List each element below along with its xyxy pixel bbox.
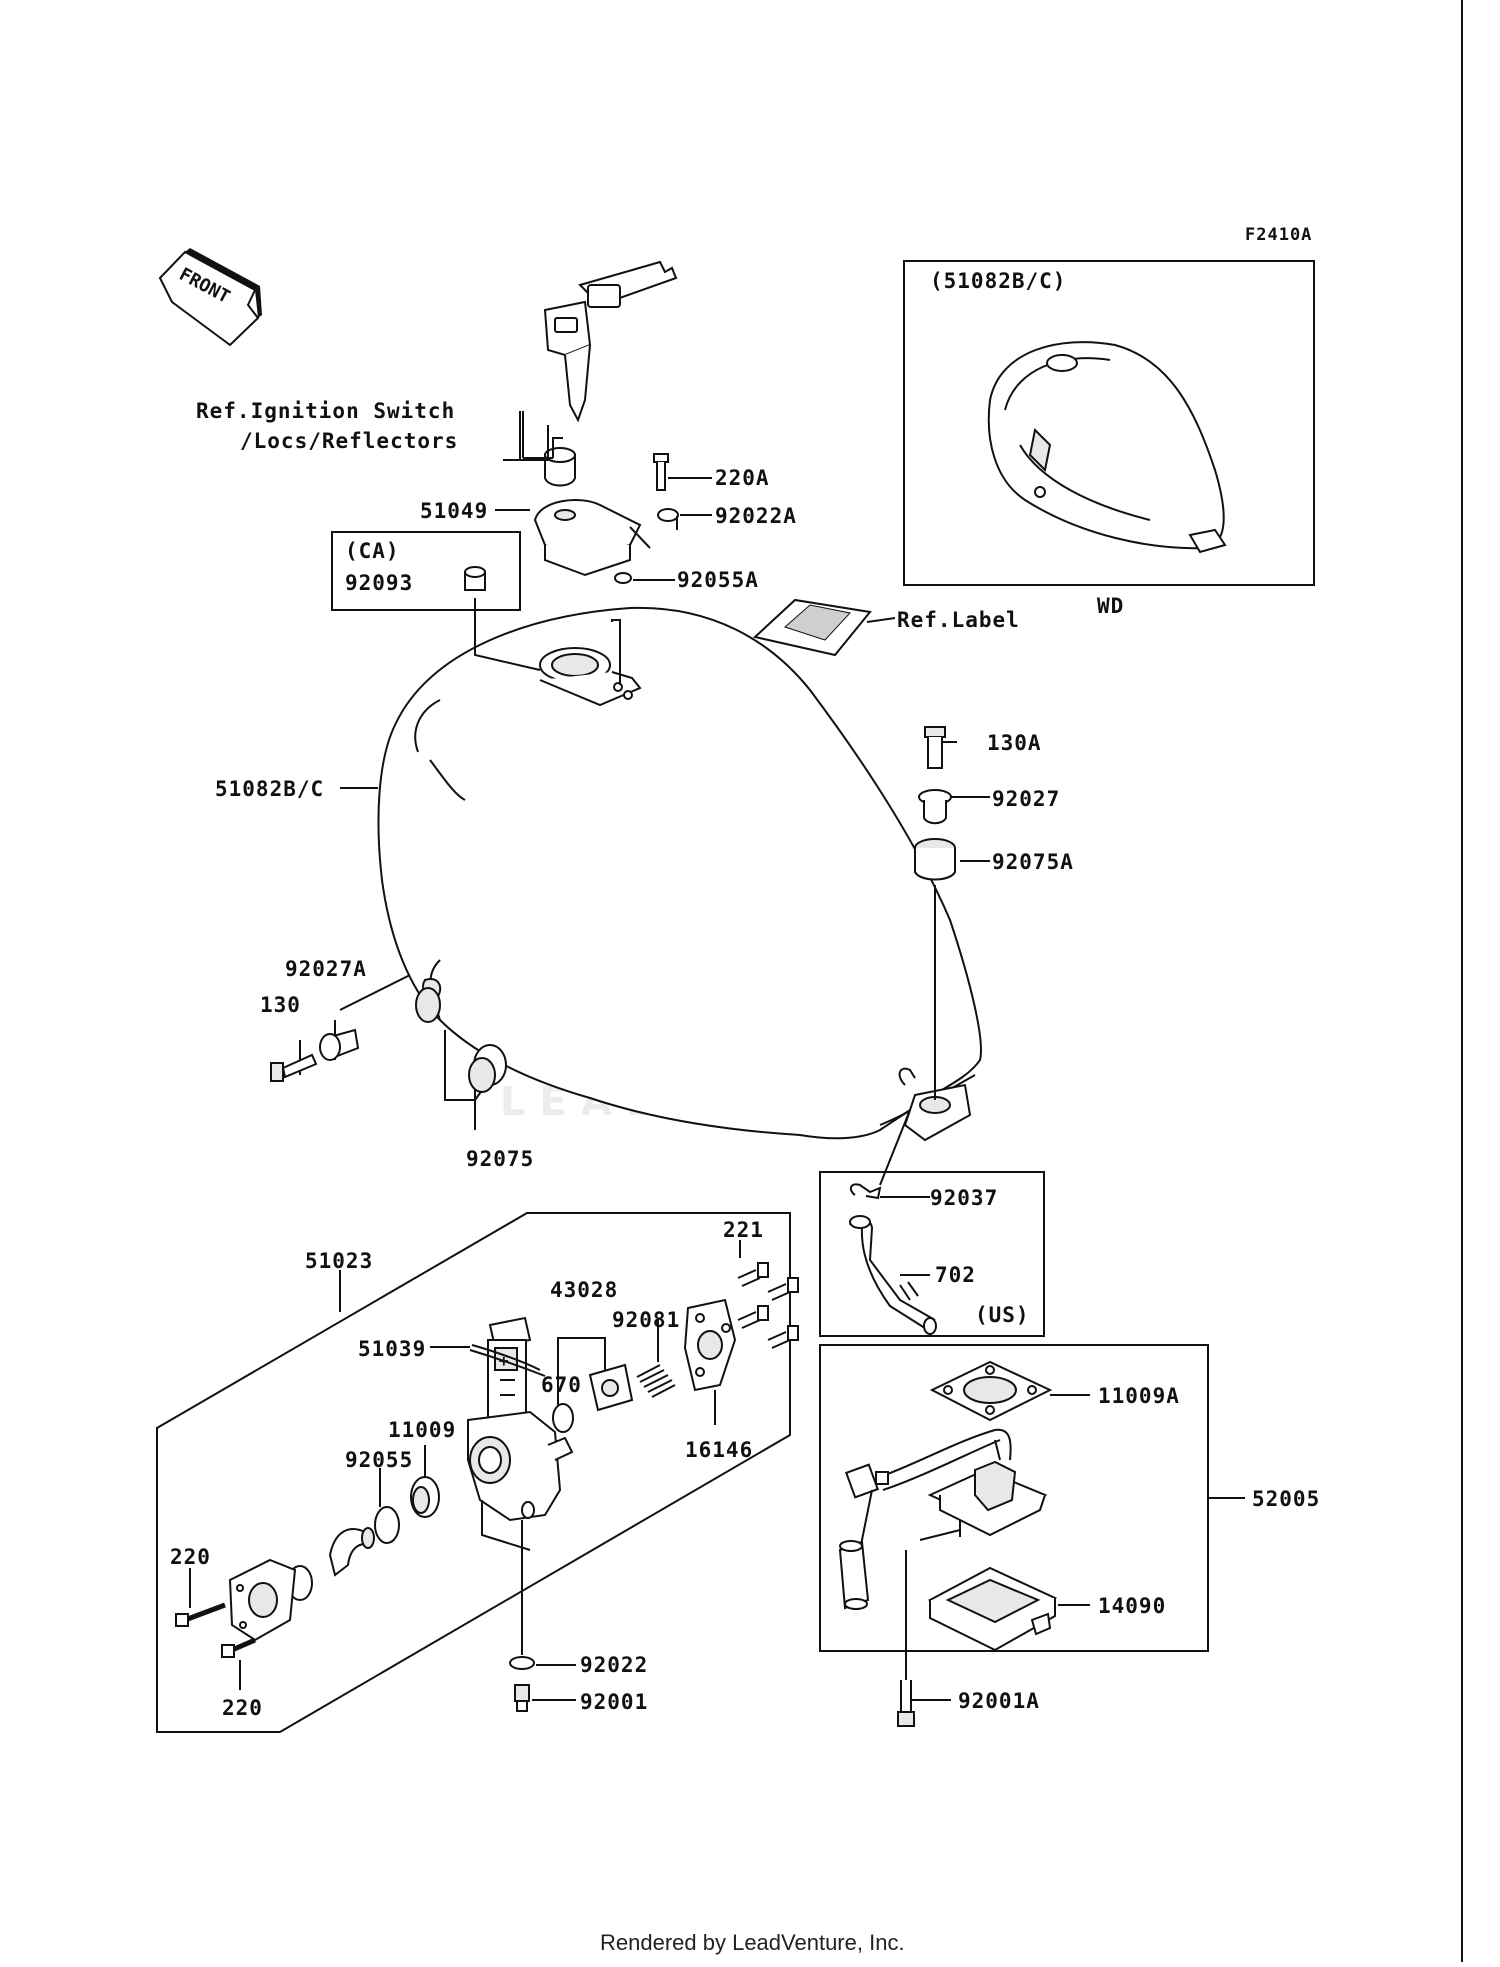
tank-wd-illustration xyxy=(987,341,1227,554)
label-14090: 14090 xyxy=(1098,1594,1166,1618)
label-51023: 51023 xyxy=(305,1249,373,1273)
bolt-92001A-icon xyxy=(897,1550,951,1727)
damper-upper-icon xyxy=(415,987,441,1023)
label-43028: 43028 xyxy=(550,1278,618,1302)
box-us xyxy=(819,1171,1045,1337)
label-11009: 11009 xyxy=(388,1418,456,1442)
label-92027A: 92027A xyxy=(285,957,367,981)
spring-92081-icon xyxy=(636,1318,676,1398)
bracket-43028-illustration xyxy=(557,1337,634,1412)
part-labels: Ref.Ignition Switch /Locs/Reflectors 220… xyxy=(170,399,1320,1720)
box-51023 xyxy=(156,1212,791,1733)
label-51049: 51049 xyxy=(420,499,488,523)
label-92081: 92081 xyxy=(612,1308,680,1332)
flange-plate-illustration xyxy=(228,1558,297,1642)
sender-unit-illustration xyxy=(838,1428,1048,1610)
label-220-upper: 220 xyxy=(170,1545,211,1569)
bolt-130A-icon xyxy=(924,726,946,769)
screws-221-icon xyxy=(737,1240,799,1349)
clip-92037-icon xyxy=(849,1183,882,1200)
label-51039: 51039 xyxy=(358,1337,426,1361)
figure-code: F2410A xyxy=(1245,225,1312,245)
cap-92093-icon xyxy=(464,566,486,591)
box-us-label: (US) xyxy=(975,1303,1030,1327)
label-130A: 130A xyxy=(987,731,1042,755)
gasket-11009A-illustration xyxy=(929,1360,1090,1422)
front-arrow-icon: FRONT xyxy=(158,248,262,347)
label-92001: 92001 xyxy=(580,1690,648,1714)
label-702: 702 xyxy=(935,1263,976,1287)
plate-16146-illustration xyxy=(683,1298,737,1425)
label-221: 221 xyxy=(723,1218,764,1242)
label-16146: 16146 xyxy=(685,1438,753,1462)
label-130: 130 xyxy=(260,993,301,1017)
screw-220-lower-icon xyxy=(221,1637,256,1690)
damper-92075A-icon xyxy=(914,838,956,881)
label-92055A: 92055A xyxy=(677,568,759,592)
hose-702-illustration xyxy=(849,1215,937,1335)
label-ref-label: Ref.Label xyxy=(897,608,1020,632)
box-ca xyxy=(331,531,521,611)
label-92093: 92093 xyxy=(345,571,413,595)
oring-670-icon xyxy=(552,1403,574,1433)
label-92022A: 92022A xyxy=(715,504,797,528)
bolt-92001-icon xyxy=(514,1684,530,1712)
cover-51049-illustration xyxy=(533,499,642,577)
collar-92027-icon xyxy=(918,789,952,825)
label-51082BC: 51082B/C xyxy=(215,777,324,801)
bolt-130-icon xyxy=(270,1053,318,1082)
washer-92022A-icon xyxy=(657,508,679,522)
washer-92022-icon xyxy=(509,1656,535,1670)
label-92075: 92075 xyxy=(466,1147,534,1171)
damper-92075-icon xyxy=(468,1044,507,1093)
ref-label-plate-illustration xyxy=(752,598,872,657)
label-92037: 92037 xyxy=(930,1186,998,1210)
label-92055: 92055 xyxy=(345,1448,413,1472)
fuel-tank-51082BC-illustration xyxy=(377,606,982,1142)
leader-sender xyxy=(919,1529,961,1541)
strainer-illustration xyxy=(328,1527,375,1577)
label-ref-ignition-line1: Ref.Ignition Switch xyxy=(196,399,455,423)
washer-92055A-icon xyxy=(614,572,632,584)
label-52005: 52005 xyxy=(1252,1487,1320,1511)
label-ref-ignition-line2: /Locs/Reflectors xyxy=(240,429,458,453)
screw-220-upper-icon xyxy=(175,1568,226,1627)
cover-14090-illustration xyxy=(927,1566,1090,1652)
box-ca-label: (CA) xyxy=(345,539,400,563)
label-220A: 220A xyxy=(715,466,770,490)
label-92001A: 92001A xyxy=(958,1689,1040,1713)
ignition-key-illustration xyxy=(543,260,678,423)
footer-credit: Rendered by LeadVenture, Inc. xyxy=(600,1930,905,1955)
oring-92055-icon xyxy=(374,1506,400,1544)
bolt-220A-icon xyxy=(653,453,669,491)
label-92075A: 92075A xyxy=(992,850,1074,874)
collar-92027A-icon xyxy=(319,1028,360,1061)
inset-title: (51082B/C) xyxy=(930,269,1066,293)
label-92027: 92027 xyxy=(992,787,1060,811)
label-670: 670 xyxy=(541,1373,582,1397)
label-220-lower: 220 xyxy=(222,1696,263,1720)
filter-11009-icon xyxy=(410,1445,440,1518)
label-92022: 92022 xyxy=(580,1653,648,1677)
label-11009A: 11009A xyxy=(1098,1384,1180,1408)
lock-cylinder-illustration xyxy=(544,447,576,487)
inset-caption: WD xyxy=(1097,594,1124,618)
fuel-cock-body-illustration xyxy=(467,1410,574,1551)
inset-box-wd xyxy=(903,260,1315,586)
